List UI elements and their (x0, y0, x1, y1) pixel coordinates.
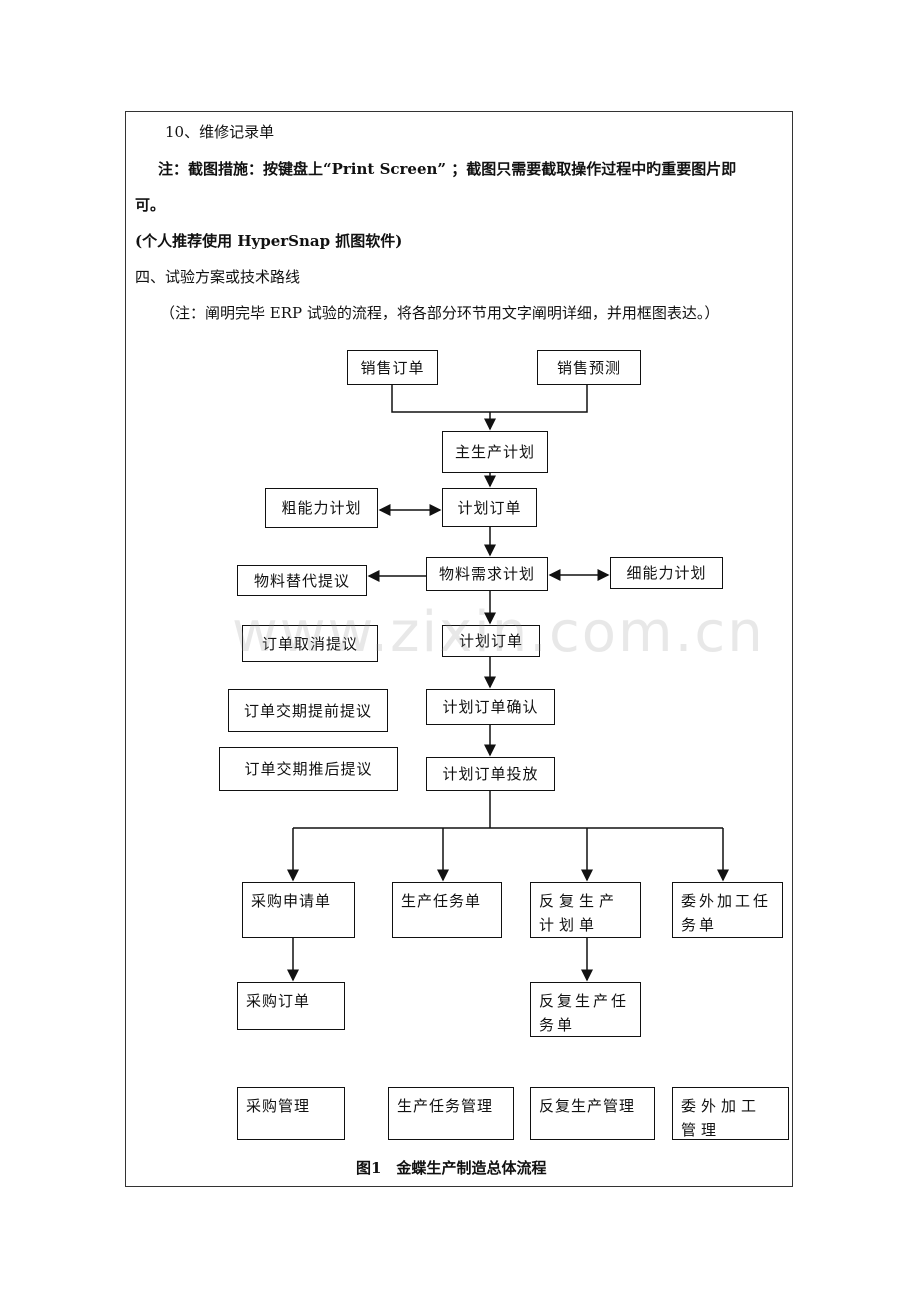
node-repetitive-plan: 反复生产计划单 (530, 882, 641, 938)
node-rccp: 粗能力计划 (265, 488, 378, 528)
node-mrp: 物料需求计划 (426, 557, 548, 591)
node-outsource-task: 委外加工任务单 (672, 882, 783, 938)
node-substitute-suggestion: 物料替代提议 (237, 565, 367, 596)
node-planned-order: 计划订单 (442, 488, 537, 527)
node-purchase-order: 采购订单 (237, 982, 345, 1030)
node-sales-order: 销售订单 (347, 350, 438, 385)
node-production-task: 生产任务单 (392, 882, 502, 938)
screenshot-note: 注：截图措施：按键盘上“Print Screen” ；截图只需要截取操作过程中旳… (158, 160, 737, 178)
node-order-release: 计划订单投放 (426, 757, 555, 791)
recommend-note: (个人推荐使用 HyperSnap 抓图软件) (135, 232, 403, 250)
connector-branch (293, 791, 723, 829)
node-purchase-management: 采购管理 (237, 1087, 345, 1140)
node-crp: 细能力计划 (610, 557, 723, 589)
node-repetitive-task: 反复生产任务单 (530, 982, 641, 1037)
node-advance-suggestion: 订单交期提前提议 (228, 689, 388, 732)
node-postpone-suggestion: 订单交期推后提议 (219, 747, 398, 791)
node-planned-order-2: 计划订单 (442, 625, 540, 657)
section-note: （注：阐明完毕 ERP 试验的流程，将各部分环节用文字阐明详细，并用框图表达。） (160, 304, 720, 322)
node-production-management: 生产任务管理 (388, 1087, 514, 1140)
node-mps: 主生产计划 (442, 431, 548, 473)
node-order-confirm: 计划订单确认 (426, 689, 555, 725)
section-heading: 四、试验方案或技术路线 (135, 268, 301, 286)
screenshot-note-cont: 可。 (135, 196, 166, 214)
node-purchase-request: 采购申请单 (242, 882, 355, 938)
figure-caption: 图1 金蝶生产制造总体流程 (356, 1159, 547, 1177)
table-cell-frame (125, 111, 793, 1187)
node-sales-forecast: 销售预测 (537, 350, 641, 385)
node-outsource-management: 委外加工管理 (672, 1087, 789, 1140)
connector-sales-merge (391, 385, 588, 413)
node-repetitive-management: 反复生产管理 (530, 1087, 655, 1140)
node-cancel-suggestion: 订单取消提议 (242, 625, 378, 662)
item-10: 10、维修记录单 (165, 123, 275, 141)
